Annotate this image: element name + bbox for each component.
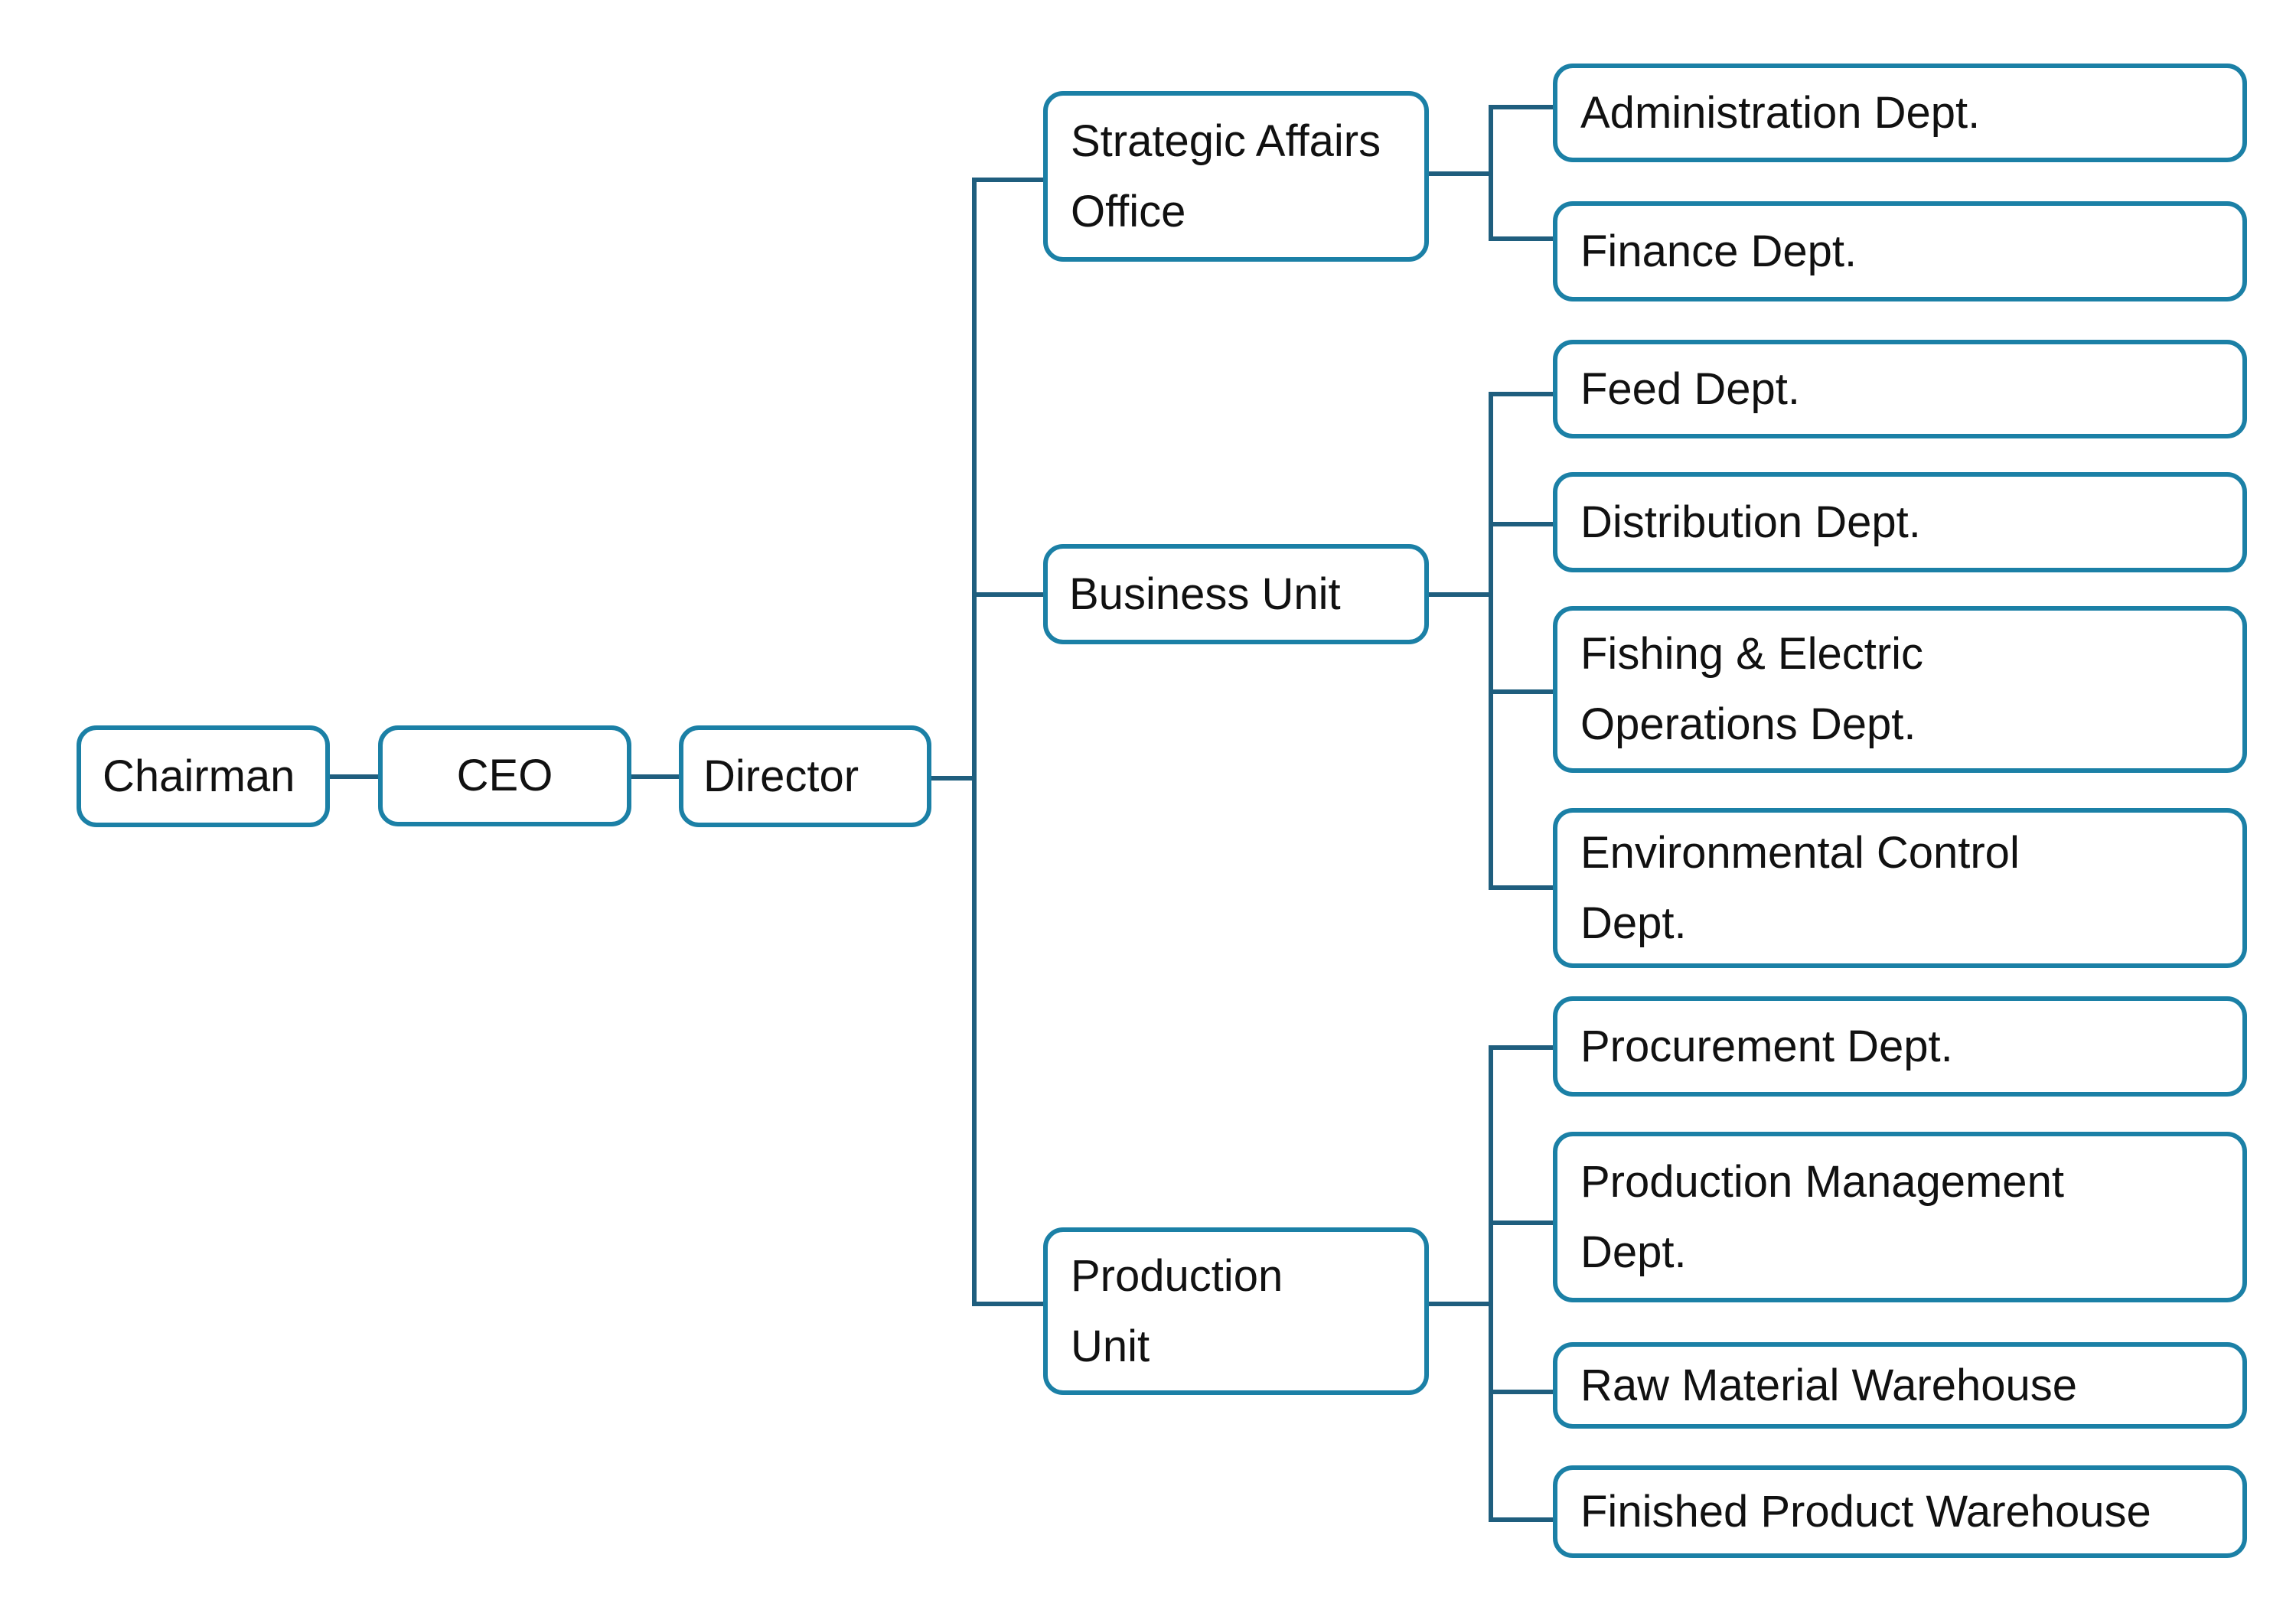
unit-label-line: Office [1071,186,1186,236]
department-label-line: Administration Dept. [1580,87,1981,138]
department-label-line: Feed Dept. [1580,363,1800,414]
department-label-line: Production Management [1580,1156,2064,1207]
chairman-label: Chairman [103,751,295,801]
department-node-finance: Finance Dept. [1553,201,2247,301]
department-label-line: Raw Material Warehouse [1580,1360,2077,1410]
department-node-feed: Feed Dept. [1553,340,2247,438]
director-node: Director [679,725,931,827]
ceo-label: CEO [456,751,553,800]
ceo-node: CEO [378,725,631,826]
unit-node-production-unit: Production Unit [1043,1227,1429,1395]
department-label-line: Dept. [1580,898,1687,948]
department-label-line: Finished Product Warehouse [1580,1486,2151,1537]
department-node-raw-material-warehouse: Raw Material Warehouse [1553,1342,2247,1429]
unit-label-line: Business Unit [1069,569,1341,619]
director-label: Director [703,751,859,801]
department-node-procurement: Procurement Dept. [1553,996,2247,1097]
department-label-line: Finance Dept. [1580,226,1857,276]
department-node-administration: Administration Dept. [1553,64,2247,162]
unit-node-business-unit: Business Unit [1043,544,1429,644]
department-node-finished-product-warehouse: Finished Product Warehouse [1553,1465,2247,1558]
department-label-line: Distribution Dept. [1580,497,1921,547]
department-node-fishing-electric-operations: Fishing & Electric Operations Dept. [1553,606,2247,773]
department-label-line: Procurement Dept. [1580,1021,1953,1071]
chairman-node: Chairman [77,725,330,827]
unit-node-strategic-affairs-office: Strategic Affairs Office [1043,91,1429,262]
department-label-line: Fishing & Electric [1580,629,1924,679]
department-label-line: Dept. [1580,1227,1687,1277]
unit-label-line: Unit [1071,1321,1150,1371]
department-node-environmental-control: Environmental Control Dept. [1553,808,2247,968]
unit-label-line: Strategic Affairs [1071,116,1381,166]
department-node-production-management: Production Management Dept. [1553,1132,2247,1302]
unit-label-line: Production [1071,1250,1283,1301]
department-node-distribution: Distribution Dept. [1553,472,2247,572]
department-label-line: Environmental Control [1580,827,2020,878]
department-label-line: Operations Dept. [1580,699,1916,749]
